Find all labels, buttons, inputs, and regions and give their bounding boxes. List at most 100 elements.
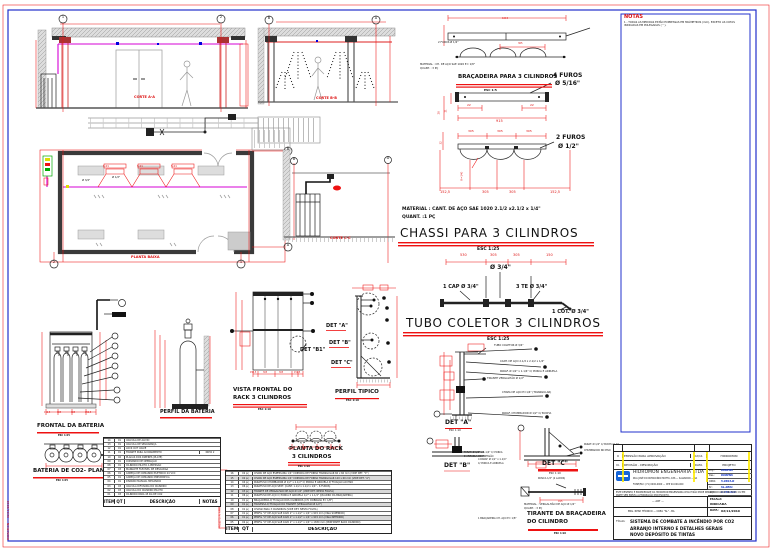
cell-item: 08 [226,507,239,511]
cell-nota: NOTA 2 [199,451,220,455]
cell-qt: 01 [115,447,125,451]
table-row: 05 01 CABEÇA DE COMANDO PNEUMÁTICA [104,475,220,480]
detail-ref: DET "B" [329,340,351,346]
dim-label: 305 [71,411,76,414]
cell-desc: CABEÇA DE COMANDO ELÉTRICO 24 VCC [126,472,176,476]
quantity-note: QUANT. :1 PÇ [402,215,436,220]
bateria-perfil [154,318,211,409]
cell-desc: VÁLVULA DE SEGURANÇA [126,443,157,447]
dim-label: 152,5 [250,371,257,374]
notes-line: 1 - TODAS AS MEDIDAS ESTÃO EXPRESSAS EM … [624,21,735,27]
dim-label: 305 [513,253,520,257]
cell-item: 13 [226,485,239,489]
cell-item: 12 [104,447,115,451]
dim-label: 305 [497,129,503,133]
cell-desc: CHAPA DE AÇO ESPESSURA 1/4" CORTADA DE F… [254,476,371,480]
detail-ref: DET "C" [331,360,353,366]
det-a [433,343,549,420]
header-item: ITEM [226,526,239,532]
drawing-title-tirante: TIRANTE DA BRAÇADEIRA [527,511,606,517]
cell-qt: 03 [115,468,125,472]
scale-label: ESC 1:25 [58,434,70,437]
notes-title: NOTAS [624,14,643,20]
grid-bubble: A [374,16,378,20]
holes-note: 4 FUROS [553,72,583,79]
cell-desc: VÁLVULA DIFUSORA DO CILINDRO [126,484,167,488]
person-value: 1.734.010 [721,491,736,495]
detail-ref: DET "B1" [300,347,326,353]
titleblock-top-strip [614,445,751,452]
leader-note: 4 PARAF. Ø 1/2" x 1.1/4" [478,458,507,461]
drawing-title-bateria-planta: BATERIA DE CO2- PLANTA [33,468,112,474]
legal-line1: ESTE DESENHO É PROPRIEDADE DA HIDROMON E… [616,490,727,494]
dim-label: 305 [526,129,532,133]
person-label: Nº: [709,485,713,489]
parts-table-rack: 16 02 pç CHAPA DE AÇO ESPESSURA 1/4" COR… [225,470,392,534]
dim-label: 152,5 [550,190,561,194]
fitting-label: 3 TE Ø 3/4" [516,284,548,290]
floor-plan [39,127,293,269]
leader-note: TUBO COLETOR Ø 3/4" [494,344,524,347]
header-qt: QT [115,499,125,504]
cell-item: 10 [226,498,239,502]
table-row: 14 04 pç PARAFUSO CHUMBADOR Ø 1/2" x 2.1… [226,479,391,485]
grid-bubble: 1 [239,260,243,264]
person-row: Des.: RUBENS [708,474,752,480]
cell-qt: 01 [115,480,125,484]
dim-label: 305 [57,411,62,414]
title-block: 0 EMISSÃO PARA APROVAÇÃO 02/11 HIDROMON … [613,444,752,540]
cell-item: 10 [104,455,115,459]
table-row: 11 06 pç PARAFUSO DE AÇO C/ PORCA E ARRU… [226,493,391,498]
quantity-note: QUANT. : 3 PÇ [524,507,543,510]
cell-item: 02 [104,488,115,492]
leader-note: PARAF. CHUMBADOR Ø 1/2" C/ BUCHA [502,412,552,415]
table-row: 12 01 LOCK OUT VALVE [104,446,220,451]
header-item: ITEM [104,499,115,504]
cell-item: 06 [226,516,239,520]
dim-label: 305 [302,447,307,450]
table-row: 13 01 VÁLVULA DE SEGURANÇA [104,442,220,447]
cell-desc: PERFIL "U" DE AÇO SAE 1020 2" x 1.1/2" x… [254,516,344,520]
grid-bubble: B [286,147,290,151]
cell-qt: 03 [115,488,125,492]
dim-label: 152,5 [440,190,451,194]
det-b [426,437,484,472]
leader-note: CHUMBADOR NO PISO [584,449,611,452]
cell-qt: 01 [115,463,125,467]
leader-note: PARAF. Ø 1/2" x 1.1/4" C/ PORCA [464,451,503,454]
dim-label: 915 [558,500,563,503]
cell-desc: BRAÇADEIRA P/ FIXAÇÃO DOS CILINDROS (CH.… [254,498,333,502]
elevation-corte-a [35,14,249,112]
company-name: HIDROMON ENGENHARIA LTDA [633,470,705,475]
cell-desc: PARAFUSO DE AÇO SEXT. (CANT. 1.1/2 x 1.1… [254,485,331,489]
cell-item: 08 [104,463,115,467]
cell-qt: 02 pç [239,476,253,480]
cell-qt: 03 [115,484,125,488]
cell-qt: 06 pç [239,494,253,498]
table-header: ITEM QT DESCRIÇÃO [226,524,391,533]
table-row: 06 01 pç PERFIL "U" DE AÇO SAE 1020 2" x… [226,515,391,520]
cell-qt: 02 pç [239,520,253,524]
detail-ref: DET "A" [326,323,348,329]
dim-label: 305 [518,42,523,45]
dim-label: 21 [444,109,448,113]
table-row: 09 01 COMANDO DE OPERAÇÃO [104,458,220,463]
piping-strip [88,114,258,136]
dim-label: 2 FUROS Ø 1/2" [438,41,459,44]
divider [694,445,695,452]
person-row: Arq.: 1.734.010 [708,490,752,496]
people-stack: Proj.: RUBENS Des.: RUBENS CREA: 5.0693-… [707,468,752,496]
cell-item: 15 [226,476,239,480]
cell-desc: LOCK OUT VALVE [126,447,147,451]
scale-label: ESC 1:25 [477,247,500,252]
cell-desc: PERFIL "U" DE AÇO SAE 1020 2" x 1.1/2" x… [254,520,361,524]
person-row: Nº: SL-0801 [708,485,752,491]
table-row: 16 02 pç CHAPA DE AÇO ESPESSURA 1/4" COR… [226,471,391,476]
company-address1: RUA JOSÉ DO PATROCÍNIO MOTTA, 186 — SALV… [633,477,698,480]
cell-qt: 02 pç [239,472,253,476]
titulo-line: ARRANJO INTERNO E DETALHES GERAIS [630,525,723,531]
person-row: CREA: 5.0693-D [708,479,752,485]
plan-tag: S-01 [103,165,109,168]
drawing-title-vista-frontal: VISTA FRONTAL DO [233,387,293,393]
